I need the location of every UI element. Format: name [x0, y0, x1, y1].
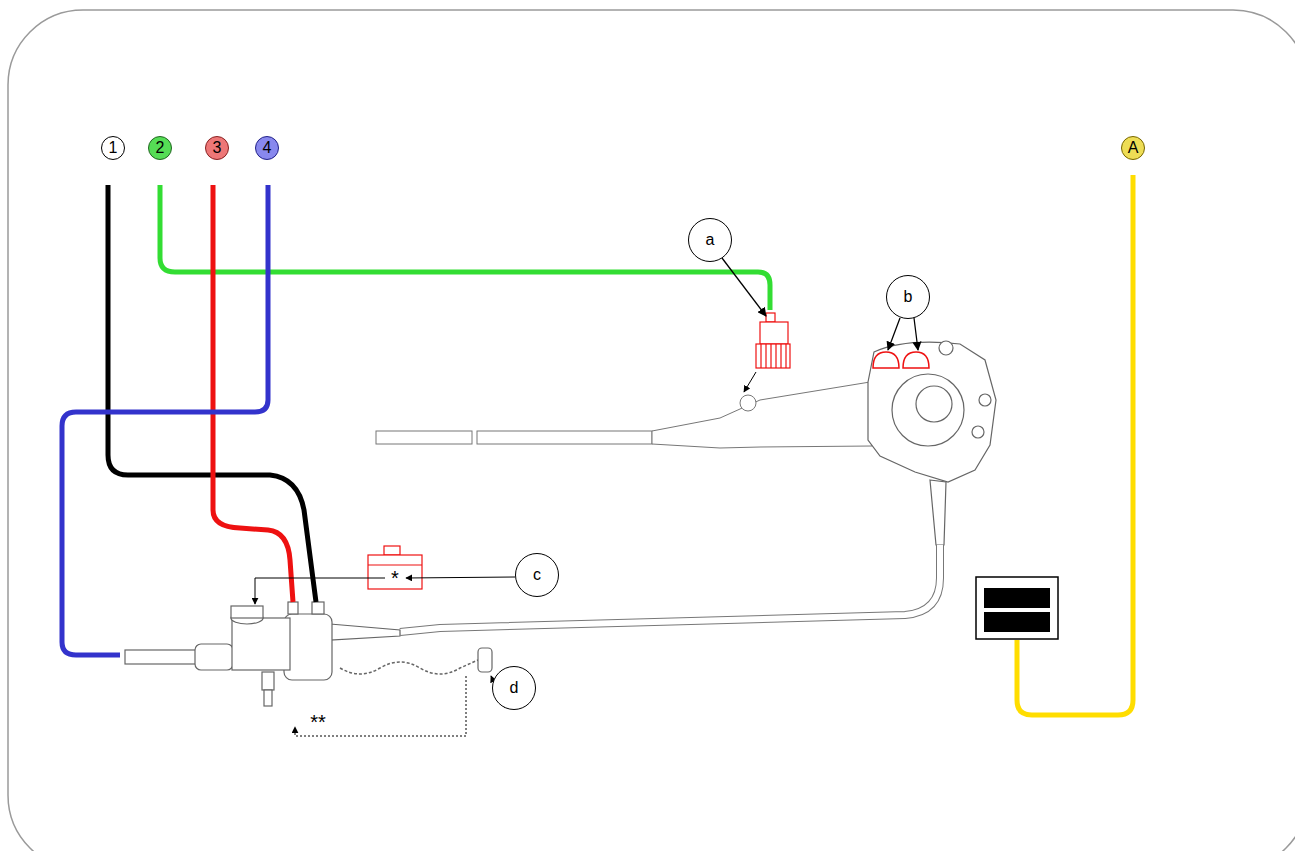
leader-line — [255, 578, 385, 604]
callout-text: 2 — [156, 140, 165, 156]
callout-text: A — [1128, 140, 1139, 156]
device-box — [976, 577, 1058, 639]
part-b — [873, 352, 929, 368]
part-a — [756, 313, 790, 368]
callout-text: 4 — [263, 140, 272, 156]
umbilical-cord-inner — [400, 545, 940, 632]
callout-letter: b — [886, 275, 930, 319]
black-tube — [108, 185, 316, 602]
control-head — [868, 341, 996, 545]
light-guide-connector — [125, 602, 400, 706]
leader-line — [914, 318, 918, 350]
leader-line — [406, 577, 515, 578]
callout-text: 3 — [213, 140, 222, 156]
leader-line — [888, 318, 900, 350]
dotted-leader — [295, 676, 466, 736]
frame — [8, 10, 1295, 851]
leader-line — [744, 372, 756, 392]
callout-letter: c — [515, 553, 559, 597]
port-number: 1 — [101, 136, 125, 160]
umbilical-cord — [400, 545, 940, 632]
chain — [340, 660, 478, 674]
leader-line — [722, 258, 766, 316]
callout-letter: d — [492, 666, 536, 710]
asterisk-mark: * — [391, 568, 399, 588]
blue-tube — [62, 185, 268, 655]
part-c — [368, 546, 422, 589]
cap-d — [478, 648, 492, 672]
red-tube — [213, 185, 293, 602]
callout-letter: a — [688, 218, 732, 262]
port-number: 2 — [148, 136, 172, 160]
asterisk-mark: ** — [310, 712, 326, 732]
callout-text: a — [706, 232, 715, 248]
port-number: A — [1121, 136, 1145, 160]
callout-text: d — [510, 680, 519, 696]
insertion-tube — [376, 382, 872, 448]
callout-text: b — [904, 289, 913, 305]
port-number: 4 — [255, 136, 279, 160]
callout-text: 1 — [109, 140, 118, 156]
green-tube — [160, 185, 770, 310]
callout-text: c — [533, 567, 541, 583]
port-number: 3 — [205, 136, 229, 160]
